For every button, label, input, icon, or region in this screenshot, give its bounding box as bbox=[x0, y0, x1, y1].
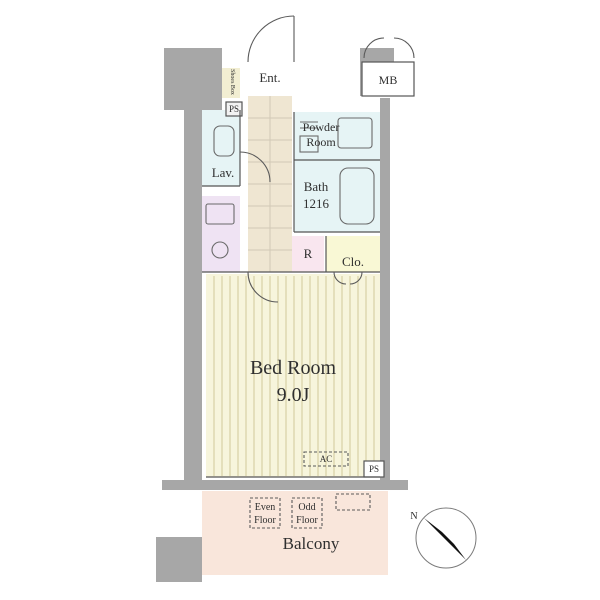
bedroom-floor bbox=[206, 274, 380, 477]
hall-tile-grid bbox=[248, 96, 292, 272]
ent-label: Ent. bbox=[259, 70, 280, 85]
balcony-dashed-box bbox=[335, 493, 371, 511]
balcony-label: Balcony bbox=[283, 534, 340, 553]
top-left-column bbox=[164, 48, 222, 110]
powder-cabinet bbox=[299, 135, 319, 153]
right-wall bbox=[380, 98, 390, 480]
compass-ring bbox=[415, 507, 477, 569]
compass bbox=[415, 507, 477, 569]
odd-floor-box bbox=[291, 497, 323, 529]
even-floor-box bbox=[249, 497, 281, 529]
shoes-box-label: Shoes Box bbox=[229, 69, 235, 95]
lav-label: Lav. bbox=[212, 165, 235, 180]
odd-floor-label-1: Odd bbox=[298, 502, 315, 513]
ps-bottom-label: PS bbox=[369, 464, 379, 474]
ac-label: AC bbox=[320, 454, 333, 464]
powder-room-label-1: Powder bbox=[303, 120, 340, 134]
bath-label-2: 1216 bbox=[303, 196, 330, 211]
even-floor-label-1: Even bbox=[255, 502, 276, 513]
bathtub bbox=[339, 167, 375, 225]
washbasin bbox=[337, 117, 373, 149]
r-label: R bbox=[304, 246, 313, 261]
entry-door bbox=[247, 15, 295, 63]
doors bbox=[239, 15, 415, 529]
clo-floor bbox=[326, 236, 380, 272]
stove bbox=[205, 203, 235, 225]
mb-door-left bbox=[363, 37, 385, 59]
mb-label: MB bbox=[379, 73, 398, 87]
bath-floor bbox=[294, 160, 380, 232]
bed-room-label-1: Bed Room bbox=[250, 357, 337, 379]
bed-room-label-2: 9.0J bbox=[277, 384, 310, 406]
toilet bbox=[213, 125, 235, 157]
ps-top-label: PS bbox=[229, 104, 239, 114]
compass-arrow bbox=[424, 518, 466, 560]
bedroom-door bbox=[247, 271, 279, 303]
mb-door-right bbox=[393, 37, 415, 59]
bottom-wall bbox=[162, 480, 408, 490]
ps-box-top bbox=[225, 101, 243, 117]
wall-lines bbox=[202, 61, 415, 478]
even-floor-label-2: Floor bbox=[254, 515, 276, 526]
sink bbox=[211, 241, 229, 259]
lav-door bbox=[239, 151, 271, 183]
clo-door-left bbox=[333, 271, 347, 285]
powder-room-label-2: Room bbox=[306, 135, 336, 149]
fixtures bbox=[205, 117, 375, 259]
left-wall bbox=[184, 108, 202, 480]
balcony-floor bbox=[202, 491, 388, 575]
bath-label-1: Bath bbox=[304, 179, 329, 194]
text-labels: Shoes Box PS Ent. MB Powder Room Lav. Ba… bbox=[212, 69, 418, 553]
bedroom-wood-lines bbox=[213, 276, 375, 476]
clo-door-right bbox=[349, 271, 363, 285]
shoes-box bbox=[222, 68, 240, 98]
clo-label: Clo. bbox=[342, 254, 364, 269]
bottom-left-column bbox=[156, 537, 202, 582]
odd-floor-label-2: Floor bbox=[296, 515, 318, 526]
mb-box bbox=[361, 61, 415, 97]
ent-area bbox=[242, 62, 300, 96]
r-box bbox=[292, 236, 324, 272]
wall-masses bbox=[156, 48, 408, 582]
north-label: N bbox=[410, 511, 417, 522]
ac-box bbox=[303, 451, 349, 467]
